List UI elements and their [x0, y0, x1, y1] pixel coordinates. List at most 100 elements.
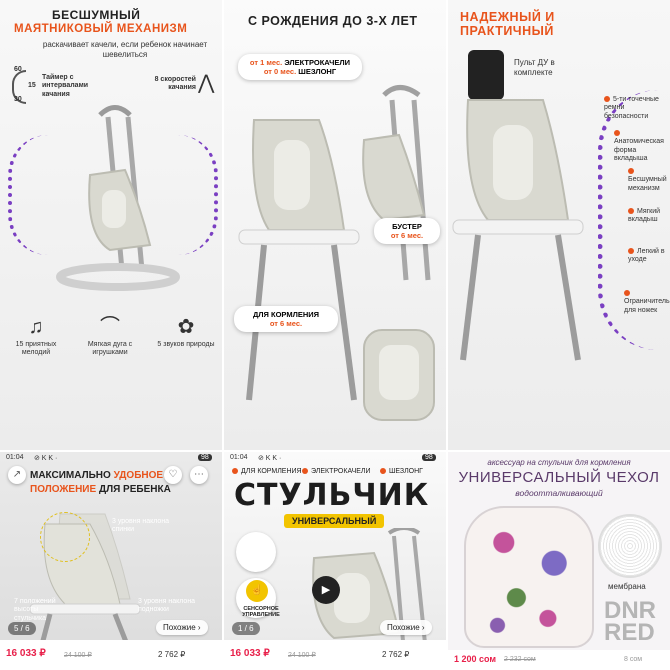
tile2-mode-pill: от 1 мес. ЭЛЕКТРОКАЧЕЛИ от 0 мес. ШЕЗЛОН…: [238, 54, 362, 80]
play-video-icon[interactable]: ▶: [312, 576, 340, 604]
headline-pre: МАКСИМАЛЬНО: [30, 470, 114, 481]
swing-arc-left: [8, 135, 48, 255]
tile-reliable-practical[interactable]: НАДЕЖНЫЙ И ПРАКТИЧНЫЙ Пульт ДУ в комплек…: [448, 0, 670, 450]
price-secondary: 2 762 ₽: [382, 650, 410, 659]
image-counter: 1 / 6: [232, 622, 260, 635]
feature-anatomic: Анатомическая форма вкладыша: [614, 130, 670, 164]
tag-lounger-label: ШЕЗЛОНГ: [389, 468, 423, 475]
bullet-icon: [614, 130, 620, 137]
headline-accent2: ПОЛОЖЕНИЕ: [30, 484, 97, 495]
more-icon[interactable]: ⋯: [190, 466, 208, 484]
feeding-title: ДЛЯ КОРМЛЕНИЯ: [252, 310, 320, 319]
bullet-icon: [628, 248, 634, 255]
status-icons: ⊘ K K ·: [258, 455, 282, 462]
feature-arc: ⌒ Мягкая дуга с игрушками: [80, 316, 140, 357]
image-counter: 5 / 6: [8, 622, 36, 635]
similar-button[interactable]: Похожие ›: [380, 620, 432, 635]
tile-universal-chair[interactable]: 01:04 ⊘ K K · 98 ДЛЯ КОРМЛЕНИЯ ЭЛЕКТРОКА…: [224, 452, 446, 670]
floral-cover-image: [464, 506, 594, 648]
cover-title: УНИВЕРСАЛЬНЫЙ ЧЕХОЛ: [458, 469, 660, 486]
bullet-icon: [302, 468, 308, 475]
bullet-icon: [232, 468, 238, 475]
tag-feeding-label: ДЛЯ КОРМЛЕНИЯ: [241, 468, 302, 475]
features-arc: [598, 90, 670, 350]
tag-swing: ЭЛЕКТРОКАЧЕЛИ: [302, 468, 371, 475]
highchair-illustration: [452, 99, 584, 361]
price: 16 033 ₽: [6, 648, 46, 659]
tile-from-birth[interactable]: С РОЖДЕНИЯ ДО 3-Х ЛЕТ от 1 мес. ЭЛЕКТРОК…: [224, 0, 446, 450]
old-price: 2 232 сом: [504, 656, 536, 663]
booster-age: от 6 мес.: [390, 231, 424, 240]
feature-belts: 5-ти точечные ремни безопасности: [604, 96, 670, 121]
feature-belts-label: 5-ти точечные ремни безопасности: [604, 96, 659, 120]
swing-arc-right: [178, 135, 218, 255]
price: 1 200 сом: [454, 654, 497, 664]
touch-control-icon: ☝: [246, 580, 268, 602]
status-time: 01:04: [230, 454, 248, 461]
highchair-modes-illustration: [238, 85, 435, 421]
feeding-pill: ДЛЯ КОРМЛЕНИЯ от 6 мес.: [234, 306, 338, 332]
tag-swing-label: ЭЛЕКТРОКАЧЕЛИ: [311, 468, 371, 475]
membrane-swatch: [598, 514, 662, 578]
lounger-age: от 0 мес.: [263, 67, 297, 76]
tag-lounger: ШЕЗЛОНГ: [380, 468, 423, 475]
tile4-headline-line1: МАКСИМАЛЬНО УДОБНОЕ: [30, 470, 163, 481]
booster-pill: БУСТЕР от 6 мес.: [374, 218, 440, 244]
headline-accent1: УДОБНОЕ: [113, 470, 164, 481]
bullet-icon: [624, 290, 630, 297]
swing-mode: ЭЛЕКТРОКАЧЕЛИ: [284, 58, 351, 67]
favorite-heart-icon[interactable]: ♡: [164, 466, 182, 484]
feature-silent: Бесшумный механизм: [628, 168, 670, 193]
tile1-title-line2: МАЯТНИКОВЫЙ МЕХАНИЗМ: [14, 23, 188, 35]
bullet-icon: [380, 468, 386, 475]
music-notes-icon: ♫: [28, 316, 44, 338]
feature-nature-label: 5 звуков природы: [157, 341, 215, 348]
feature-soft-label: Мягкий вкладыш: [628, 208, 661, 224]
height-levels-label: 7 положений высоты стульчика: [14, 598, 56, 622]
tile-pendulum-mechanism[interactable]: БЕСШУМНЫЙ МАЯТНИКОВЫЙ МЕХАНИЗМ раскачива…: [0, 0, 222, 450]
price: 16 033 ₽: [230, 648, 270, 659]
price-meta: 8 сом: [624, 656, 643, 663]
speeds-label: 8 скоростей качания: [154, 76, 196, 92]
watermark-line1: DNR: [604, 597, 656, 624]
mode-thumb-1[interactable]: [236, 532, 276, 572]
watermark-line2: RED: [604, 618, 655, 646]
sensor-label: СЕНСОРНОЕ УПРАВЛЕНИЕ: [242, 606, 280, 618]
tile-comfortable-position[interactable]: 01:04 ⊘ K K · 98 ↗ ♡ ⋯ МАКСИМАЛЬНО УДОБН…: [0, 452, 222, 670]
feature-melodies: ♫ 15 приятных мелодий: [6, 316, 66, 357]
tag-feeding: ДЛЯ КОРМЛЕНИЯ: [232, 468, 302, 475]
headline-post: ДЛЯ РЕБЕНКА: [96, 484, 171, 495]
status-time: 01:04: [6, 454, 24, 461]
feature-arc-label: Мягкая дуга с игрушками: [87, 341, 133, 357]
battery-badge: 98: [422, 454, 436, 461]
feature-melodies-label: 15 приятных мелодий: [15, 341, 57, 357]
timer-15: 15: [28, 82, 36, 89]
cover-top-line: аксессуар на стульчик для кормления: [487, 458, 631, 467]
feature-nature: ✿ 5 звуков природы: [156, 316, 216, 349]
remote-control-icon: [468, 50, 504, 100]
similar-button[interactable]: Похожие ›: [156, 620, 208, 635]
lounger-mode: ШЕЗЛОНГ: [298, 67, 337, 76]
tile-universal-cover[interactable]: аксессуар на стульчик для кормления УНИВ…: [448, 452, 670, 670]
status-icons: ⊘ K K ·: [34, 455, 58, 462]
swing-chair-illustration: [56, 105, 180, 291]
membrane-label: мембрана: [608, 582, 646, 591]
feature-limit-label: Ограничитель для ножек: [624, 298, 670, 314]
bullet-icon: [628, 208, 634, 215]
booster-title: БУСТЕР: [392, 222, 422, 231]
feature-light: Легкий в уходе: [628, 248, 670, 265]
feature-anatomic-label: Анатомическая форма вкладыша: [614, 138, 664, 163]
swing-chair-illustration: [312, 528, 428, 654]
swing-speed-icon: ⋀: [198, 72, 215, 94]
foot-levels-label: 3 уровня наклона подножки: [138, 598, 196, 614]
bird-icon: ✿: [177, 316, 195, 338]
old-price: 24 100 ₽: [64, 652, 92, 659]
feature-light-label: Легкий в уходе: [628, 248, 665, 264]
back-levels-label: 3 уровня наклона спинки: [112, 518, 170, 534]
timer-label: Таймер с интервалами качания: [42, 74, 89, 98]
feature-soft: Мягкий вкладыш: [628, 208, 670, 225]
old-price: 24 100 ₽: [288, 652, 316, 659]
share-icon[interactable]: ↗: [8, 466, 26, 484]
toy-arc-icon: ⌒: [100, 316, 120, 338]
